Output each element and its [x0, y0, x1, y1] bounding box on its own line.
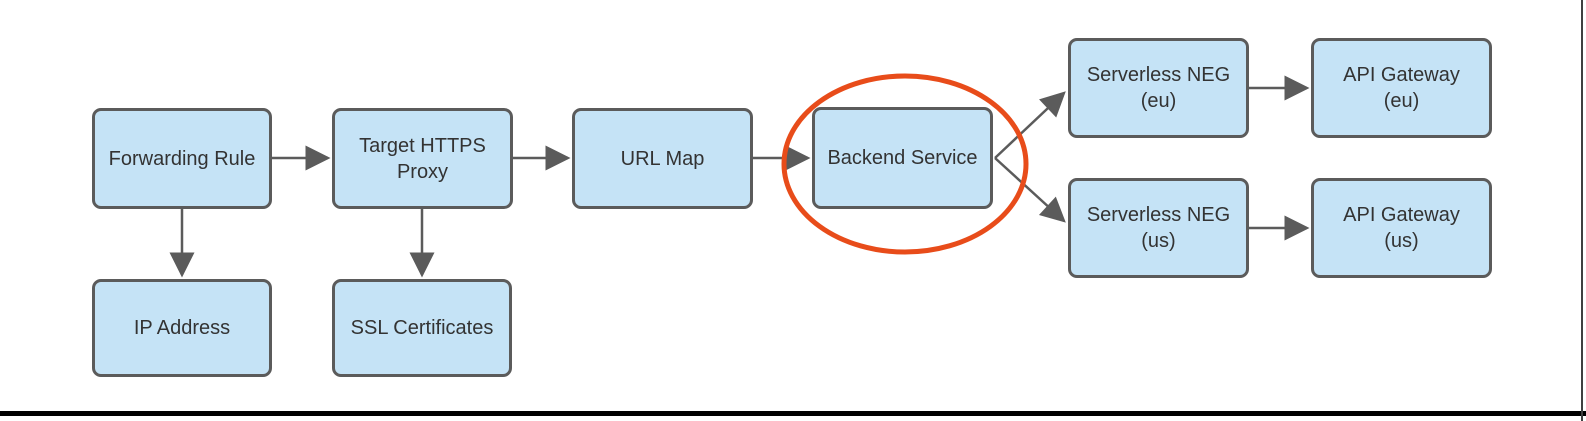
node-url-map: URL Map: [572, 108, 753, 209]
node-ip-address: IP Address: [92, 279, 272, 377]
node-ip-address-label: IP Address: [133, 317, 231, 339]
node-api-gateway-us-label: API Gateway (us): [1343, 204, 1460, 252]
node-serverless-neg-eu: Serverless NEG (eu): [1068, 38, 1249, 138]
node-forwarding-rule: Forwarding Rule: [92, 108, 272, 209]
node-serverless-neg-eu-label: Serverless NEG (eu): [1086, 64, 1231, 112]
node-api-gateway-eu: API Gateway (eu): [1311, 38, 1492, 138]
edge-backend-service-to-serverless-neg-eu: [994, 91, 1066, 159]
node-api-gateway-eu-label: API Gateway (eu): [1343, 64, 1460, 112]
node-backend-service: Backend Service: [812, 107, 993, 209]
node-api-gateway-us: API Gateway (us): [1311, 178, 1492, 278]
node-serverless-neg-us: Serverless NEG (us): [1068, 178, 1249, 278]
node-serverless-neg-us-label: Serverless NEG (us): [1086, 204, 1231, 252]
node-ssl-certificates: SSL Certificates: [332, 279, 512, 377]
node-forwarding-rule-label: Forwarding Rule: [108, 147, 256, 170]
right-frame-line: [1581, 0, 1583, 421]
node-target-https-proxy: Target HTTPS Proxy: [332, 108, 513, 209]
node-ssl-certificates-label: SSL Certificates: [350, 317, 494, 339]
node-target-https-proxy-label: Target HTTPS Proxy: [359, 134, 486, 183]
edge-backend-service-to-serverless-neg-us: [994, 157, 1066, 223]
node-url-map-label: URL Map: [620, 147, 705, 170]
node-backend-service-label: Backend Service: [827, 147, 978, 169]
bottom-frame-line: [0, 411, 1586, 416]
